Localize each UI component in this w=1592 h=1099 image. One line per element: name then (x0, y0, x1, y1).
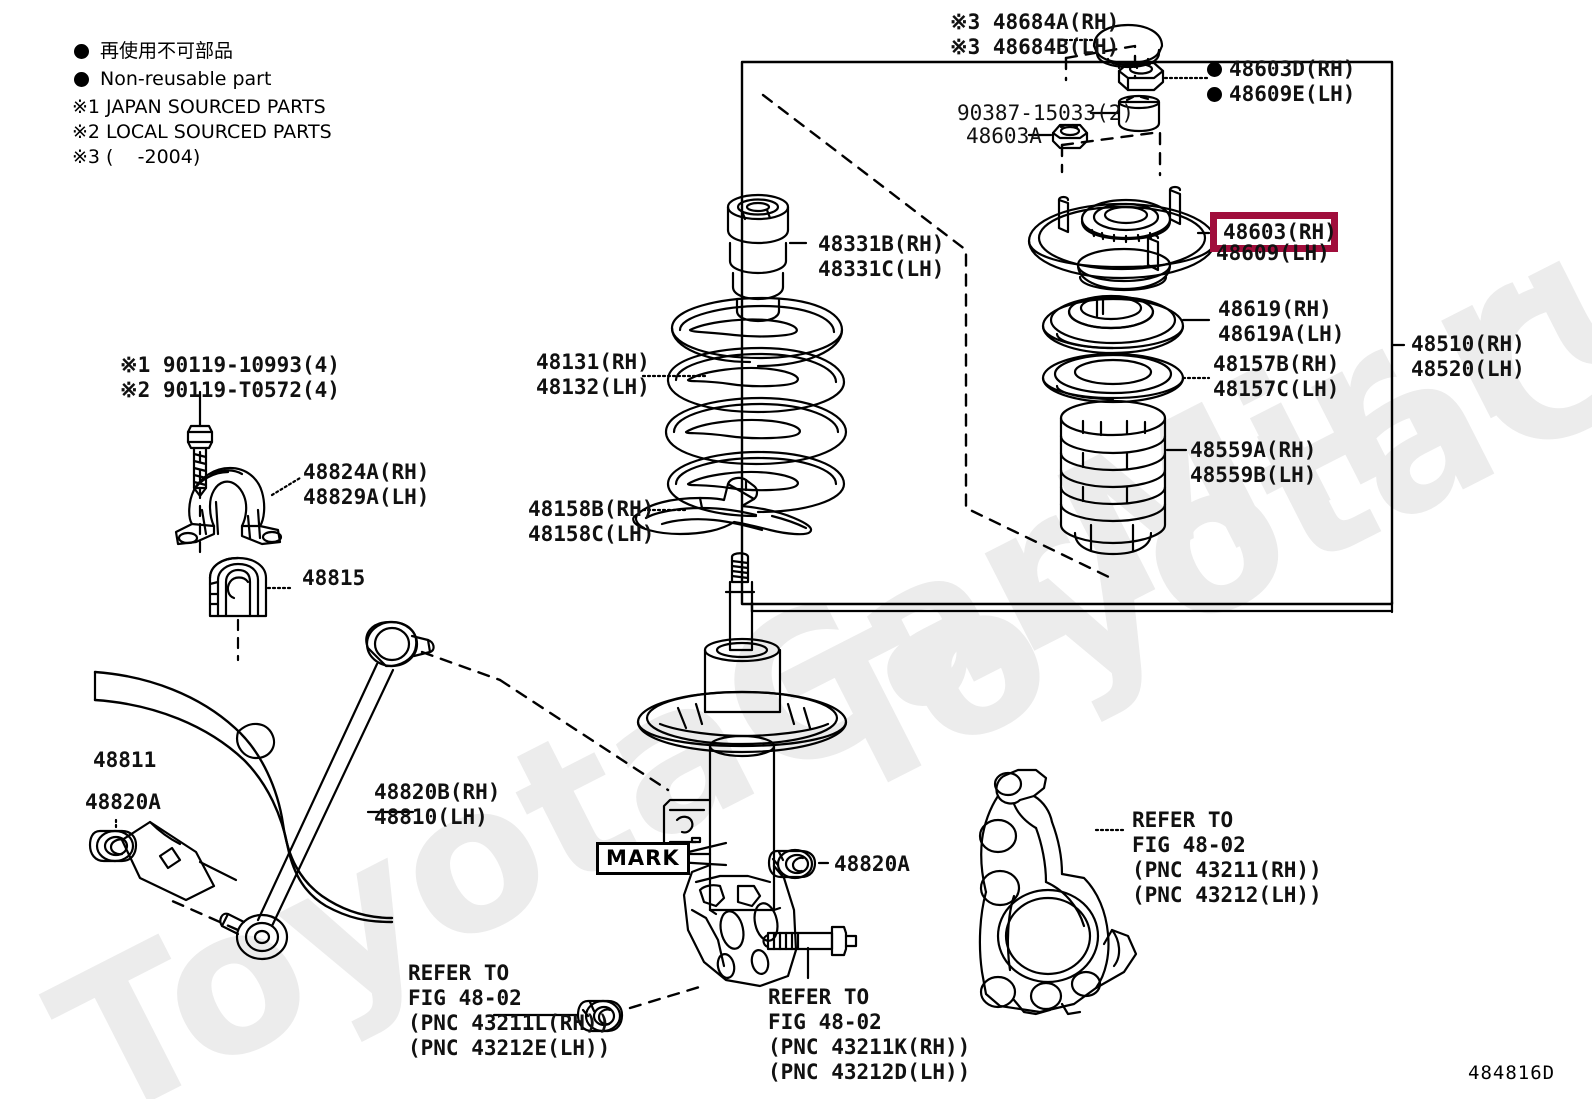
label-48158c-lh: 48158C(LH) (528, 522, 655, 546)
label-48603a: 48603A (966, 124, 1042, 148)
label-48820a-right: 48820A (834, 852, 910, 876)
label-48811: 48811 (93, 748, 157, 772)
label-bolt-90119-10993: ※1 90119-10993(4) (120, 353, 340, 377)
label-bolt-90119-t0572: ※2 90119-T0572(4) (120, 378, 340, 402)
label-48619-rh: 48619(RH) (1218, 297, 1332, 321)
label-48520-lh: 48520(LH) (1411, 357, 1525, 381)
label-48603d-rh: 48603D(RH) (1229, 57, 1356, 81)
legend-note-2: ※2 LOCAL SOURCED PARTS (72, 121, 332, 143)
mark-box: MARK (596, 842, 690, 875)
label-48510-rh: 48510(RH) (1411, 332, 1525, 356)
label-48603-rh: 48603(RH) (1223, 220, 1337, 244)
legend-en-nonreusable: Non-reusable part (100, 68, 272, 90)
label-48331b-rh: 48331B(RH) (818, 232, 945, 256)
label-48815: 48815 (302, 566, 366, 590)
label-48684b-lh: ※3 48684B(LH) (950, 35, 1120, 59)
label-48609e-lh: 48609E(LH) (1229, 82, 1356, 106)
refer-to-right: REFER TO FIG 48-02 (PNC 43211(RH)) (PNC … (1132, 808, 1322, 907)
label-48829a-lh: 48829A(LH) (303, 485, 430, 509)
refer-to-lower-mid: REFER TO FIG 48-02 (PNC 43211K(RH)) (PNC… (768, 985, 971, 1084)
label-48131-rh: 48131(RH) (536, 350, 650, 374)
label-90387-15033: 90387-15033(2) (957, 101, 1135, 125)
legend-note-1: ※1 JAPAN SOURCED PARTS (72, 96, 326, 118)
refer-to-lower-left: REFER TO FIG 48-02 (PNC 43211L(RH)) (PNC… (408, 961, 611, 1060)
nonreusable-bullet-jp (74, 44, 89, 59)
label-48132-lh: 48132(LH) (536, 375, 650, 399)
label-48684a-rh: ※3 48684A(RH) (950, 10, 1120, 34)
diagram-code: 484816D (1468, 1062, 1556, 1084)
nonreusable-bullet-48609e (1207, 87, 1222, 102)
label-48619a-lh: 48619A(LH) (1218, 322, 1345, 346)
label-48158b-rh: 48158B(RH) (528, 497, 655, 521)
label-48824a-rh: 48824A(RH) (303, 460, 430, 484)
label-48609-lh: 48609(LH) (1216, 241, 1330, 265)
label-48331c-lh: 48331C(LH) (818, 257, 945, 281)
highlight-box-48603: 48603(RH) (1210, 212, 1338, 252)
nonreusable-bullet-en (74, 72, 89, 87)
label-48157c-lh: 48157C(LH) (1213, 377, 1340, 401)
label-48559a-rh: 48559A(RH) (1190, 438, 1317, 462)
label-48559b-lh: 48559B(LH) (1190, 463, 1317, 487)
legend-jp-nonreusable: 再使用不可部品 (100, 40, 234, 62)
legend-note-3: ※3 ( -2004) (72, 146, 201, 168)
label-48820b-rh: 48820B(RH) (374, 780, 501, 804)
nonreusable-bullet-48603d (1207, 62, 1222, 77)
label-48810-lh: 48810(LH) (374, 805, 488, 829)
label-48820a-left: 48820A (85, 790, 161, 814)
label-48157b-rh: 48157B(RH) (1213, 352, 1340, 376)
